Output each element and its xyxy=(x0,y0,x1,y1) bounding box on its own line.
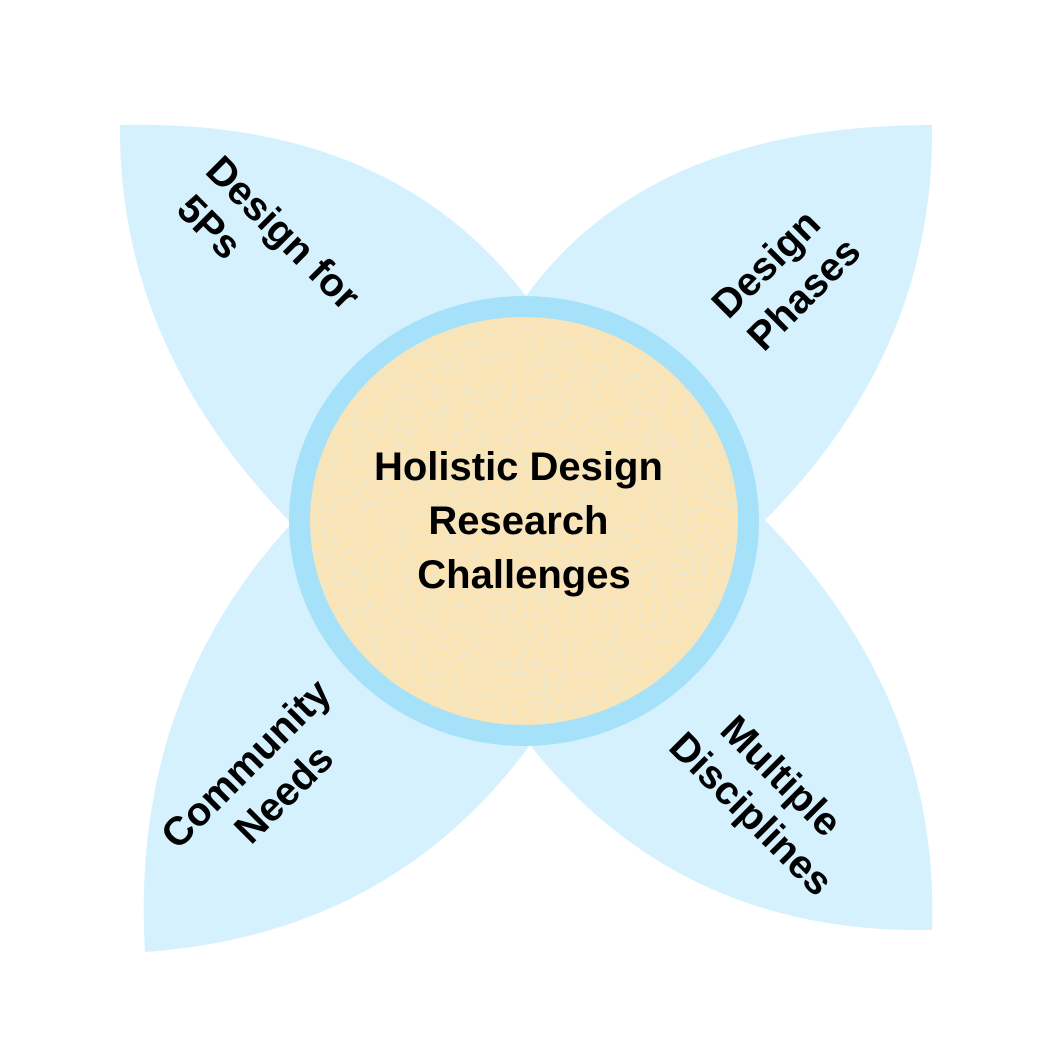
center-line-1: Holistic Design xyxy=(374,445,663,489)
center-title: Holistic Design Research Challenges xyxy=(374,445,674,597)
center-line-2: Research xyxy=(428,499,608,543)
center-core xyxy=(310,317,738,725)
center-line-3: Challenges xyxy=(417,553,630,597)
